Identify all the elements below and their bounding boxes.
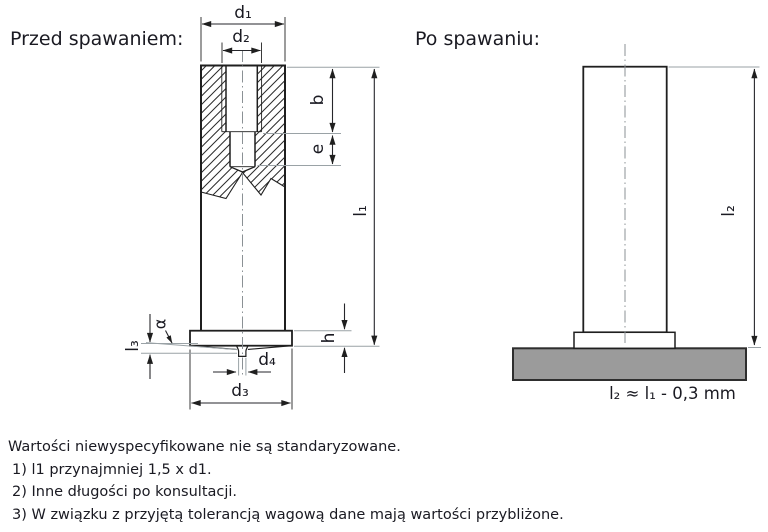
break-line (200, 171, 286, 200)
dimension-lines-before (146, 20, 378, 407)
flange (189, 329, 293, 347)
dim-label-l3: l₃ (123, 340, 143, 352)
extension-lines-after (668, 66, 761, 348)
heading-before-welding: Przed spawaniem: (10, 28, 184, 50)
note-2: 2) Inne długości po konsultacji. (12, 484, 238, 500)
extension-lines-dark (189, 17, 293, 410)
heading-after-welding: Po spawaniu: (415, 28, 540, 50)
dim-alpha-leader (165, 330, 173, 344)
dim-label-b: b (308, 94, 328, 106)
dim-label-d1: d₁ (234, 3, 252, 23)
dim-label-l1: l₁ (351, 205, 371, 217)
length-formula: l₂ ≈ l₁ - 0,3 mm (609, 384, 736, 403)
dim-label-h: h (319, 332, 339, 344)
dim-label-e: e (308, 143, 328, 155)
dim-label-alpha: α (150, 318, 170, 330)
dim-label-d4: d₄ (258, 350, 276, 370)
dim-label-d3: d₃ (231, 381, 249, 401)
note-1: 1) l1 przynajmniej 1,5 x d1. (12, 461, 212, 478)
stud-before-drawing (141, 17, 380, 410)
footnotes: Wartości niewyspecyfikowane nie są stand… (8, 436, 564, 526)
threaded-hole (221, 65, 263, 173)
stud-after-drawing (512, 44, 761, 381)
dim-label-d2: d₂ (232, 27, 250, 47)
note-general: Wartości niewyspecyfikowane nie są stand… (8, 439, 401, 455)
ignition-tip (235, 345, 249, 357)
note-3: 3) W związku z przyjętą tolerancją wagow… (12, 506, 564, 523)
base-plate (512, 347, 747, 381)
dim-label-l2: l₂ (719, 205, 739, 217)
extension-lines-gray (141, 66, 380, 376)
